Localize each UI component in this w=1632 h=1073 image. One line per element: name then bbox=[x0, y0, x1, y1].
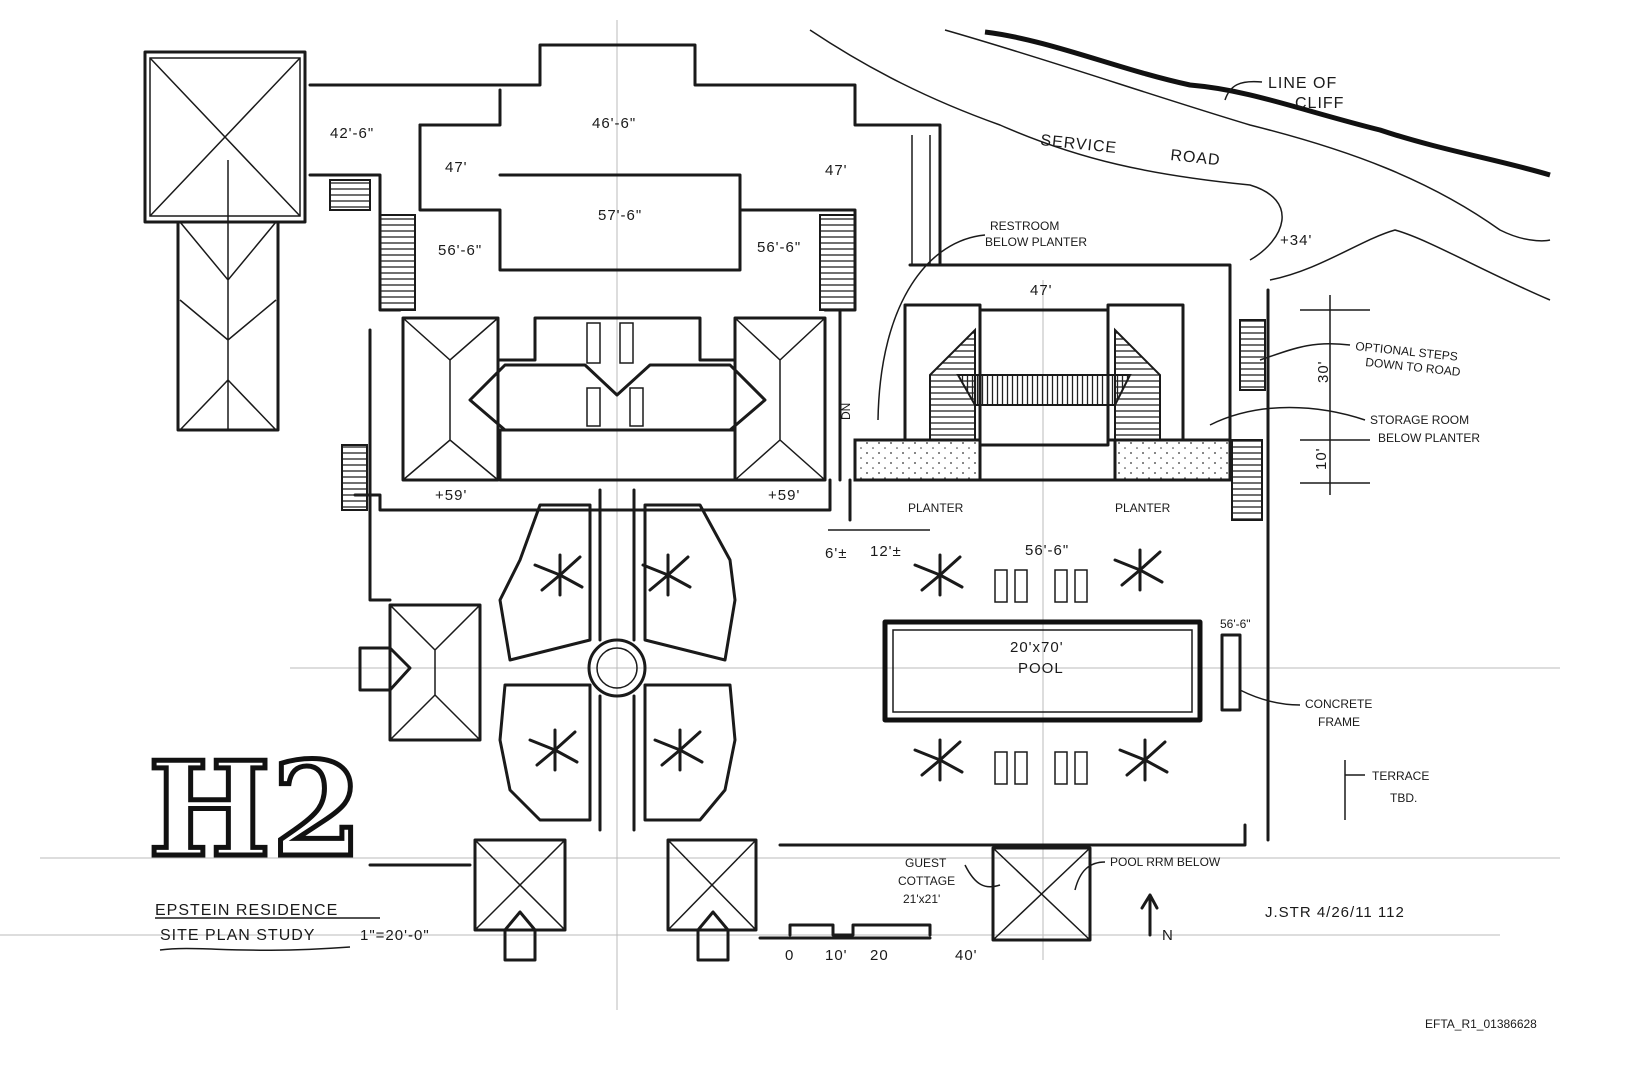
central-gardens bbox=[498, 488, 737, 832]
label-guest-3: 21'x21' bbox=[903, 892, 940, 906]
project-title: EPSTEIN RESIDENCE bbox=[155, 902, 338, 919]
label-storage-1: STORAGE ROOM bbox=[1370, 413, 1469, 427]
annotations: LINE OF CLIFF SERVICE ROAD RESTROOM BELO… bbox=[839, 75, 1480, 906]
dim-56-6-side: 56'-6" bbox=[1220, 617, 1251, 631]
label-planter-left: PLANTER bbox=[908, 501, 964, 515]
label-guest-1: GUEST bbox=[905, 856, 947, 870]
north-arrow-icon: N bbox=[1140, 893, 1174, 944]
label-pool-size: 20'x70' bbox=[1010, 639, 1064, 656]
scale-tick-0: 0 bbox=[785, 947, 794, 964]
dim-59-left: +59' bbox=[435, 487, 467, 504]
south-cottage-west bbox=[473, 838, 567, 962]
label-concrete-2: FRAME bbox=[1318, 715, 1360, 729]
dim-12: 12'± bbox=[870, 543, 902, 560]
drawing-title: SITE PLAN STUDY bbox=[160, 927, 315, 944]
palm-trees bbox=[528, 548, 1169, 782]
label-storage-2: BELOW PLANTER bbox=[1378, 431, 1480, 445]
pool-pavilion bbox=[838, 135, 1270, 842]
dim-6: 6'± bbox=[825, 545, 847, 562]
south-cottage-east bbox=[666, 838, 758, 962]
service-road bbox=[809, 29, 1551, 301]
title-block: EPSTEIN RESIDENCE SITE PLAN STUDY 1"=20'… bbox=[155, 902, 1405, 951]
signature-date: J.STR 4/26/11 112 bbox=[1265, 904, 1405, 921]
dim-56-6-left: 56'-6" bbox=[438, 242, 482, 259]
label-line-of-cliff-2: CLIFF bbox=[1295, 95, 1344, 112]
palm-icon bbox=[528, 728, 579, 772]
dim-30: 30' bbox=[1315, 360, 1332, 383]
palm-icon bbox=[641, 553, 692, 597]
guest-cottage bbox=[368, 823, 1247, 942]
cliff-line bbox=[984, 29, 1551, 178]
label-road: ROAD bbox=[1170, 147, 1222, 169]
label-restroom-2: BELOW PLANTER bbox=[985, 235, 1087, 249]
label-elev-34: +34' bbox=[1280, 232, 1312, 249]
scale-tick-20: 20 bbox=[870, 947, 889, 964]
drawing-scale: 1"=20'-0" bbox=[360, 927, 430, 944]
west-tower bbox=[143, 50, 307, 432]
west-cottage bbox=[358, 603, 482, 742]
sheet-logo: H2 bbox=[148, 733, 363, 886]
palm-icon bbox=[913, 553, 964, 597]
document-id: EFTA_R1_01386628 bbox=[1425, 1017, 1537, 1031]
dim-42-6: 42'-6" bbox=[330, 125, 374, 142]
main-house bbox=[308, 43, 942, 602]
palm-icon bbox=[913, 738, 964, 782]
dim-56-6-terrace: 56'-6" bbox=[1025, 542, 1069, 559]
palm-icon bbox=[533, 553, 584, 597]
palm-icon bbox=[1113, 548, 1164, 592]
dim-47-wing: 47' bbox=[1030, 282, 1053, 299]
north-label: N bbox=[1162, 927, 1174, 944]
scale-tick-10: 10' bbox=[825, 947, 848, 964]
dimensions: 42'-6" 46'-6" 47' 47' 57'-6" 56'-6" 56'-… bbox=[330, 115, 1332, 631]
dimension-lines bbox=[828, 295, 1370, 531]
label-pool: POOL bbox=[1018, 660, 1064, 677]
dim-47-left: 47' bbox=[445, 159, 468, 176]
label-line-of-cliff-1: LINE OF bbox=[1268, 75, 1337, 92]
dim-46-6: 46'-6" bbox=[592, 115, 636, 132]
label-planter-right: PLANTER bbox=[1115, 501, 1171, 515]
dim-59-right: +59' bbox=[768, 487, 800, 504]
pool bbox=[882, 619, 1242, 723]
label-terrace-2: TBD. bbox=[1390, 791, 1417, 805]
palm-icon bbox=[1118, 738, 1169, 782]
label-down: DN bbox=[839, 403, 853, 420]
lounge-chairs bbox=[994, 569, 1088, 785]
dim-47-right: 47' bbox=[825, 162, 848, 179]
label-guest-2: COTTAGE bbox=[898, 874, 955, 888]
dim-10: 10' bbox=[1313, 447, 1330, 470]
scale-tick-40: 40' bbox=[955, 947, 978, 964]
dim-56-6-right: 56'-6" bbox=[757, 239, 801, 256]
label-concrete-1: CONCRETE bbox=[1305, 697, 1372, 711]
palm-icon bbox=[653, 728, 704, 772]
label-pool-rrm: POOL RRM BELOW bbox=[1110, 855, 1221, 869]
scale-bar: 0 10' 20 40' bbox=[758, 923, 978, 964]
label-restroom-1: RESTROOM bbox=[990, 219, 1059, 233]
label-terrace-1: TERRACE bbox=[1372, 769, 1429, 783]
dim-57-6: 57'-6" bbox=[598, 207, 642, 224]
